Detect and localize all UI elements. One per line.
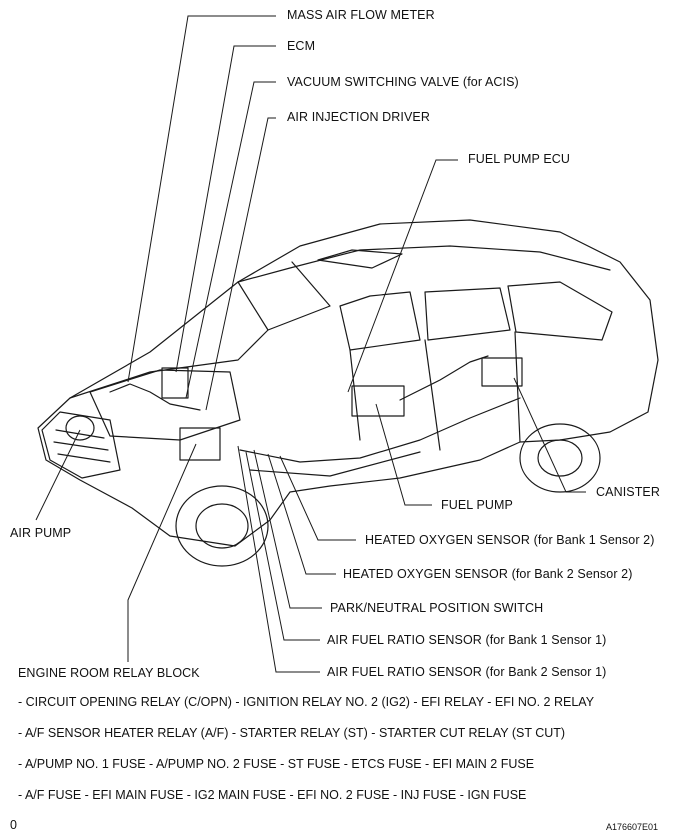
leader-canister: [513, 377, 586, 493]
sunroof: [317, 249, 403, 269]
relay-block-unit: [179, 427, 221, 461]
leader-ecm: [175, 45, 276, 373]
front-door-window: [339, 291, 421, 351]
fuel-line: [399, 355, 489, 401]
ecm-unit: [161, 367, 189, 399]
canister-unit: [481, 357, 523, 387]
relay-block-contents-line-2: - A/F SENSOR HEATER RELAY (A/F) - STARTE…: [18, 726, 566, 740]
callout-park-neutral-switch: PARK/NEUTRAL POSITION SWITCH: [330, 601, 544, 615]
page-mark: 0: [10, 818, 18, 832]
callout-engine-room-relay-block: ENGINE ROOM RELAY BLOCK: [18, 666, 200, 680]
callout-fuel-pump: FUEL PUMP: [441, 498, 513, 512]
callout-ecm: ECM: [287, 39, 316, 53]
relay-block-contents-line-1: - CIRCUIT OPENING RELAY (C/OPN) - IGNITI…: [18, 695, 595, 709]
leader-vacuum-switching-valve: [185, 81, 276, 399]
leader-fuel-pump: [375, 403, 432, 506]
door-line-2: [424, 339, 441, 451]
vehicle-body-outline: [37, 219, 659, 547]
air-pump-unit: [65, 415, 95, 441]
callout-af-ratio-b2s1: AIR FUEL RATIO SENSOR (for Bank 2 Sensor…: [327, 665, 607, 679]
leader-heated-oxygen-b1s2: [279, 455, 356, 541]
rear-door-window: [424, 287, 511, 341]
leader-mass-air-flow-meter: [127, 15, 276, 383]
engine-bay: [89, 369, 241, 441]
figure-id: A176607E01: [606, 822, 659, 832]
fuel-tank: [351, 385, 405, 417]
frame-rail: [249, 451, 421, 477]
leader-park-neutral: [253, 449, 322, 609]
callout-heated-oxygen-b1s2: HEATED OXYGEN SENSOR (for Bank 1 Sensor …: [365, 533, 655, 547]
front-grille: [41, 411, 121, 479]
callout-heated-oxygen-b2s2: HEATED OXYGEN SENSOR (for Bank 2 Sensor …: [343, 567, 633, 581]
callout-mass-air-flow-meter: MASS AIR FLOW METER: [287, 8, 435, 22]
callout-air-injection-driver: AIR INJECTION DRIVER: [287, 110, 430, 124]
callout-fuel-pump-ecu: FUEL PUMP ECU: [468, 152, 571, 166]
intake-pipes: [109, 383, 201, 411]
rear-wheel: [519, 423, 601, 493]
front-wheel: [175, 485, 269, 567]
door-line-3: [514, 331, 521, 443]
leader-engine-room-relay-block: [127, 443, 197, 662]
leader-air-injection-driver: [205, 117, 276, 411]
callout-canister: CANISTER: [596, 485, 661, 499]
quarter-window: [507, 281, 613, 341]
callout-air-pump: AIR PUMP: [10, 526, 72, 540]
hood-line: [69, 329, 269, 399]
exhaust-pipe: [239, 397, 521, 463]
leader-af-b1s1: [245, 451, 320, 641]
windshield: [237, 261, 331, 331]
leader-heated-oxygen-b2s2: [267, 453, 336, 575]
callout-vacuum-switching-valve: VACUUM SWITCHING VALVE (for ACIS): [287, 75, 519, 89]
callout-af-ratio-b1s1: AIR FUEL RATIO SENSOR (for Bank 1 Sensor…: [327, 633, 607, 647]
leader-af-b2s1: [237, 445, 320, 673]
relay-block-contents-line-4: - A/F FUSE - EFI MAIN FUSE - IG2 MAIN FU…: [18, 788, 527, 802]
relay-block-contents-line-3: - A/PUMP NO. 1 FUSE - A/PUMP NO. 2 FUSE …: [18, 757, 535, 771]
door-line-1: [349, 349, 361, 441]
leader-fuel-pump-ecu: [347, 159, 458, 393]
leader-air-pump: [35, 429, 81, 521]
roof-line: [237, 245, 611, 283]
